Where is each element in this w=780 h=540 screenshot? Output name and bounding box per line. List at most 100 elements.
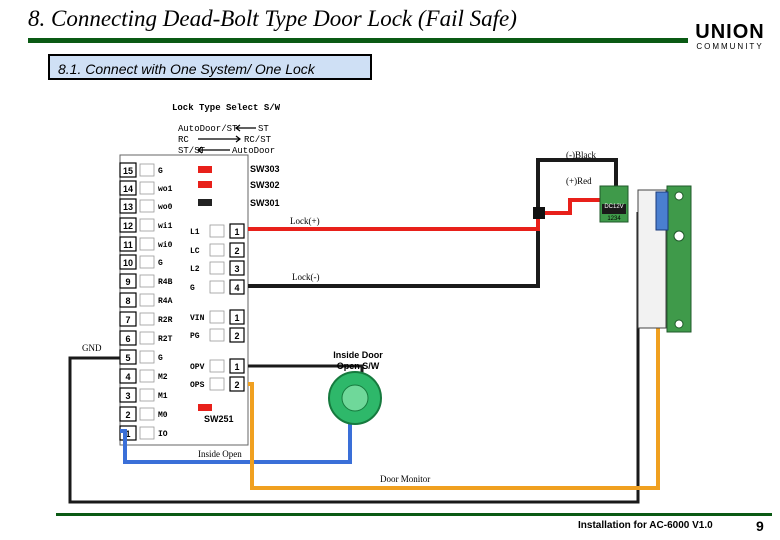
terminal-label: OPS (190, 381, 205, 390)
terminal-slot (139, 218, 155, 232)
lock-minus-label: Lock(-) (292, 272, 320, 282)
footer-rule (56, 513, 772, 516)
terminal-label: G (190, 284, 195, 293)
right-terminal: L1 1 (190, 223, 245, 239)
terminal-number: 6 (125, 334, 130, 344)
wire-junction (533, 207, 545, 219)
terminal-number: 5 (125, 353, 130, 363)
sw302-label: SW302 (250, 180, 280, 190)
terminal-number: 2 (234, 246, 239, 256)
left-terminal: 7 R2R (119, 311, 173, 327)
inside-button-label: Inside Door Open S/W (333, 350, 383, 371)
terminal-number-box (229, 242, 245, 258)
terminal-number: 1 (125, 429, 130, 439)
terminal-number: 4 (125, 372, 130, 382)
terminal-number-box (119, 406, 137, 422)
terminal-slot (209, 328, 225, 342)
terminal-label: wi1 (158, 222, 173, 231)
terminal-number-box (229, 279, 245, 295)
gnd-label: GND (82, 343, 102, 353)
lock-bolt (655, 191, 669, 231)
sw303-marker (198, 166, 212, 173)
right-terminal: L2 3 (190, 260, 245, 276)
terminal-number: 11 (123, 240, 133, 250)
terminal-slot (139, 426, 155, 440)
terminal-number: 3 (125, 391, 130, 401)
terminal-slot (139, 255, 155, 269)
sw301-marker (198, 199, 212, 206)
sw301-label: SW301 (250, 198, 280, 208)
legend-arrows (197, 124, 256, 154)
lock-strike-plate (666, 185, 692, 333)
terminal-label: L1 (190, 228, 200, 237)
inside-open-label: Inside Open (198, 449, 242, 459)
legend-row-1-left: AutoDoor/ST (178, 124, 238, 134)
left-terminal: 9 R4B (119, 273, 173, 289)
terminal-slot (139, 350, 155, 364)
terminal-slot (139, 407, 155, 421)
terminal-number: 1 (234, 313, 239, 323)
terminal-number-box (119, 387, 137, 403)
legend-row-2-left: RC (178, 135, 189, 145)
controller-board (119, 154, 249, 446)
footer-text: Installation for AC-6000 V1.0 (578, 520, 713, 531)
sw303-label: SW303 (250, 164, 280, 174)
terminal-label: R2T (158, 335, 173, 344)
lock-plus-label: Lock(+) (290, 216, 320, 226)
terminal-number: 2 (234, 331, 239, 341)
terminal-number: 8 (125, 296, 130, 306)
terminal-slot (139, 163, 155, 177)
inside-open-wire (120, 418, 352, 464)
door-monitor-label: Door Monitor (380, 474, 431, 484)
lock-screw-top (674, 191, 684, 201)
terminal-label: wo0 (158, 203, 173, 212)
terminal-label: G (158, 167, 163, 176)
left-terminal: 6 R2T (119, 330, 173, 346)
gnd-wire (68, 212, 640, 504)
terminal-slot (209, 243, 225, 257)
legend-row-3-right: AutoDoor (232, 146, 276, 156)
terminal-label: R2R (158, 316, 173, 325)
terminal-number-box (119, 180, 137, 196)
logo-name: UNION (695, 21, 765, 43)
terminal-number-box (119, 273, 137, 289)
terminal-label: VIN (190, 314, 205, 323)
terminal-slot (209, 280, 225, 294)
terminal-slot (139, 181, 155, 195)
left-terminal: 11 wi0 (119, 236, 173, 252)
terminal-slot (139, 388, 155, 402)
terminal-slot (209, 310, 225, 324)
terminal-number-box (119, 162, 137, 178)
terminal-label: wi0 (158, 241, 173, 250)
terminal-number-box (119, 254, 137, 270)
terminal-number-box (119, 217, 137, 233)
terminal-number-box (229, 309, 245, 325)
terminal-number-box (119, 330, 137, 346)
terminal-number-box (119, 236, 137, 252)
logo-sub: COMMUNITY (696, 42, 764, 51)
terminal-number: 7 (125, 315, 130, 325)
terminal-number: 1 (234, 227, 239, 237)
terminal-number: 9 (125, 277, 130, 287)
terminal-label: PG (190, 332, 200, 341)
terminal-number-box (119, 368, 137, 384)
terminal-label: G (158, 354, 163, 363)
terminal-slot (209, 377, 225, 391)
lock-screw-mid (673, 230, 685, 242)
sw251-marker (198, 404, 212, 411)
terminal-number: 3 (234, 264, 239, 274)
right-terminal: PG 2 (190, 327, 245, 343)
lock-type-header: Lock Type Select S/W (172, 103, 281, 113)
terminal-label: L2 (190, 265, 200, 274)
section-subtitle: 8.1. Connect with One System/ One Lock (48, 54, 372, 80)
lock-terminal-block (602, 204, 626, 214)
terminal-label: R4B (158, 278, 173, 287)
